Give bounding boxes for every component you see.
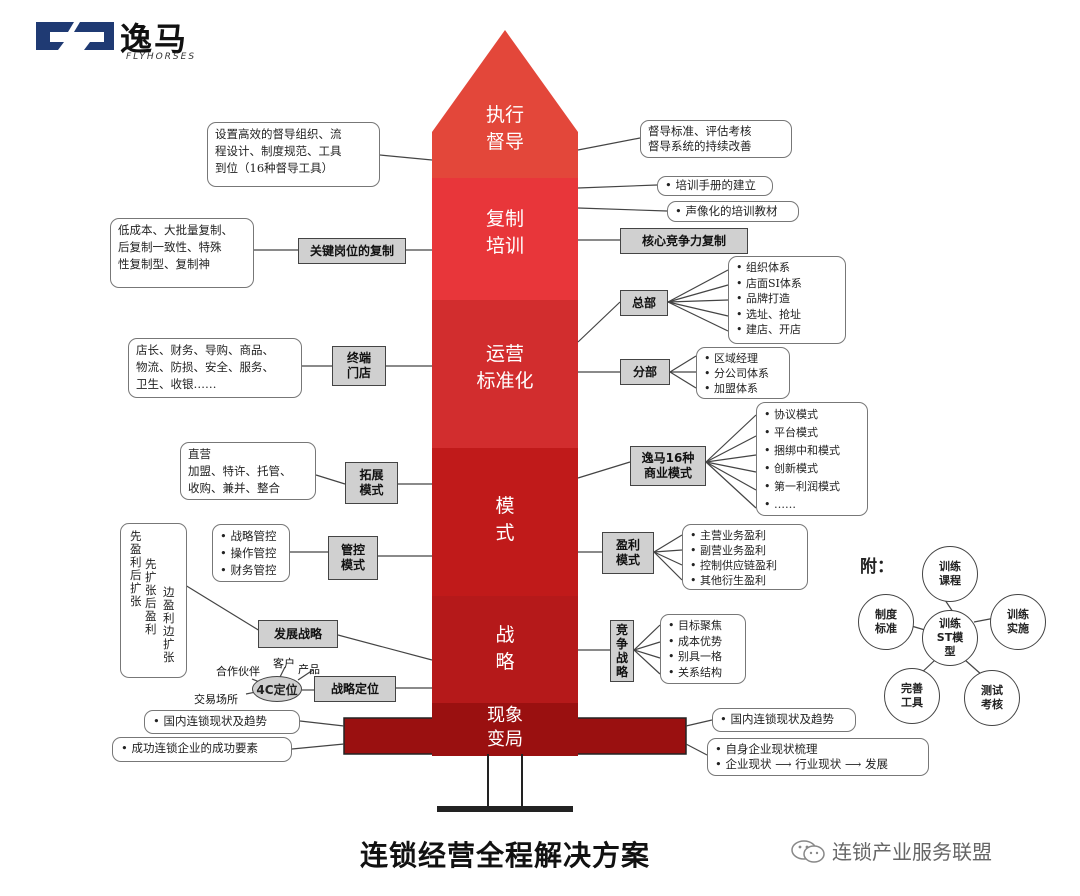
self-status-box: • 自身企业现状梳理 • 企业现状 ⟶ 行业现状 ⟶ 发展 <box>707 738 929 776</box>
key-post-copy-tag: 关键岗位的复制 <box>298 238 406 264</box>
core-competence-tag: 核心竞争力复制 <box>620 228 748 254</box>
strategic-positioning-tag: 战略定位 <box>314 676 396 702</box>
st-node-course: 训练 课程 <box>922 546 978 602</box>
competitive-strategy-tag: 竞争战略 <box>610 620 634 682</box>
segment-strategy: 战 略 <box>495 624 515 673</box>
label-product: 产品 <box>298 663 320 676</box>
vertical-text-3: 边盈利边扩张 <box>163 585 175 664</box>
business-models-tag: 逸马16种 商业模式 <box>630 446 706 486</box>
tower-arrow-head <box>432 30 578 178</box>
label-venue: 交易场所 <box>194 693 238 706</box>
development-strategy-tag: 发展战略 <box>258 620 338 648</box>
av-training-box: • 声像化的培训教材 <box>667 201 799 222</box>
profit-items-box: • 主营业务盈利 • 副营业务盈利 • 控制供应链盈利 • 其他衍生盈利 <box>682 524 808 590</box>
expansion-order-box <box>120 523 187 678</box>
tower-segment-2 <box>432 178 578 300</box>
st-node-standard: 制度 标准 <box>858 594 914 650</box>
domestic-trend-box-right: • 国内连锁现状及趋势 <box>712 708 856 732</box>
segment-operation-standard: 运营 标准化 <box>476 343 534 392</box>
training-manual-box: • 培训手册的建立 <box>657 176 773 196</box>
segment-copy-train: 复制 培训 <box>485 208 524 257</box>
stand <box>437 754 573 812</box>
segment-execute-supervise: 执行 督导 <box>485 104 524 153</box>
profit-mode-tag: 盈利 模式 <box>602 532 654 574</box>
logo-cn-text: 逸马 <box>120 20 189 58</box>
competitive-strategy-label: 竞争战略 <box>615 623 628 679</box>
low-cost-copy-box: 低成本、大批量复制、 后复制一致性、特殊 性复制型、复制神 <box>110 218 254 288</box>
tower-segment-3 <box>432 300 578 448</box>
branch-items-box: • 区域经理 • 分公司体系 • 加盟体系 <box>696 347 790 399</box>
vertical-text-2: 先扩张后盈利 <box>145 557 157 636</box>
page-title: 连锁经营全程解决方案 <box>359 839 650 872</box>
competitive-items-box: • 目标聚焦 • 成本优势 • 别具一格 • 关系结构 <box>660 614 746 684</box>
watermark: 连锁产业服务联盟 <box>790 836 992 865</box>
control-mode-tag: 管控 模式 <box>328 536 378 580</box>
4c-positioning-ellipse: 4C定位 <box>252 676 302 702</box>
tower-segment-4 <box>432 448 578 596</box>
watermark-text: 连锁产业服务联盟 <box>832 840 992 864</box>
st-node-test: 测试 考核 <box>964 670 1020 726</box>
label-partner: 合作伙伴 <box>216 665 260 678</box>
headquarters-tag: 总部 <box>620 290 668 316</box>
branch-tag: 分部 <box>620 359 670 385</box>
terminal-store-tag: 终端 门店 <box>332 346 386 386</box>
expand-modes-box: 直营 加盟、特许、托管、 收购、兼并、整合 <box>180 442 316 500</box>
business-models-box: • 协议模式 • 平台模式 • 捆绑中和模式 • 创新模式 • 第一利润模式 •… <box>756 402 868 516</box>
logo-mark-icon <box>36 22 114 50</box>
label-customer: 客户 <box>273 657 295 670</box>
segment-phenomenon-change: 现象 变局 <box>487 705 523 750</box>
success-factors-box: • 成功连锁企业的成功要素 <box>112 737 292 762</box>
store-roles-box: 店长、财务、导购、商品、 物流、防损、安全、服务、 卫生、收银…… <box>128 338 302 398</box>
supervise-standard-box: 督导标准、评估考核 督导系统的持续改善 <box>640 120 792 158</box>
logo: 逸马 FLYHORSES <box>34 16 234 64</box>
headquarters-items-box: • 组织体系 • 店面SI体系 • 品牌打造 • 选址、抢址 • 建店、开店 <box>728 256 846 344</box>
logo-en-text: FLYHORSES <box>126 52 197 62</box>
appendix-title: 附： <box>860 557 894 577</box>
tower-segment-5 <box>432 596 578 704</box>
expand-mode-tag: 拓展 模式 <box>345 462 398 504</box>
st-model-center: 训练 ST模 型 <box>922 610 978 666</box>
supervise-setup-box: 设置高效的督导组织、流 程设计、制度规范、工具 到位（16种督导工具） <box>207 122 380 187</box>
wechat-icon <box>791 839 825 863</box>
vertical-text-1: 先盈利后扩张 <box>130 529 142 608</box>
control-items-box: • 战略管控 • 操作管控 • 财务管控 <box>212 524 290 582</box>
st-node-tools: 完善 工具 <box>884 668 940 724</box>
domestic-trend-box-left: • 国内连锁现状及趋势 <box>144 710 300 734</box>
segment-model: 模 式 <box>495 495 515 544</box>
st-node-implement: 训练 实施 <box>990 594 1046 650</box>
